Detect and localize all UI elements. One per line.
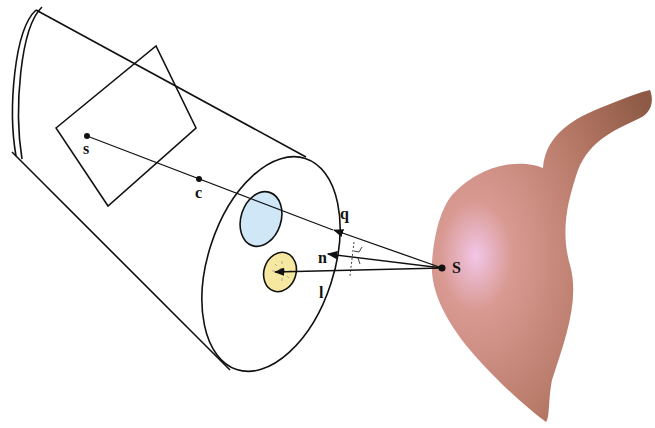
lens [233, 186, 288, 252]
angle-mark [354, 247, 362, 252]
view-ray [87, 136, 333, 230]
vectors [275, 230, 442, 272]
vector-label: l [319, 285, 323, 301]
surface-object [432, 90, 652, 422]
image-plane [56, 46, 196, 206]
angle-mark [350, 242, 354, 276]
point-label: S [452, 260, 461, 276]
vector-label: q [340, 206, 349, 222]
light-rays [272, 261, 292, 281]
point-label: s [83, 141, 89, 157]
camera-body [12, 7, 365, 389]
vector-label: n [318, 250, 327, 266]
point-label: c [195, 185, 202, 201]
angle-mark [358, 258, 360, 264]
